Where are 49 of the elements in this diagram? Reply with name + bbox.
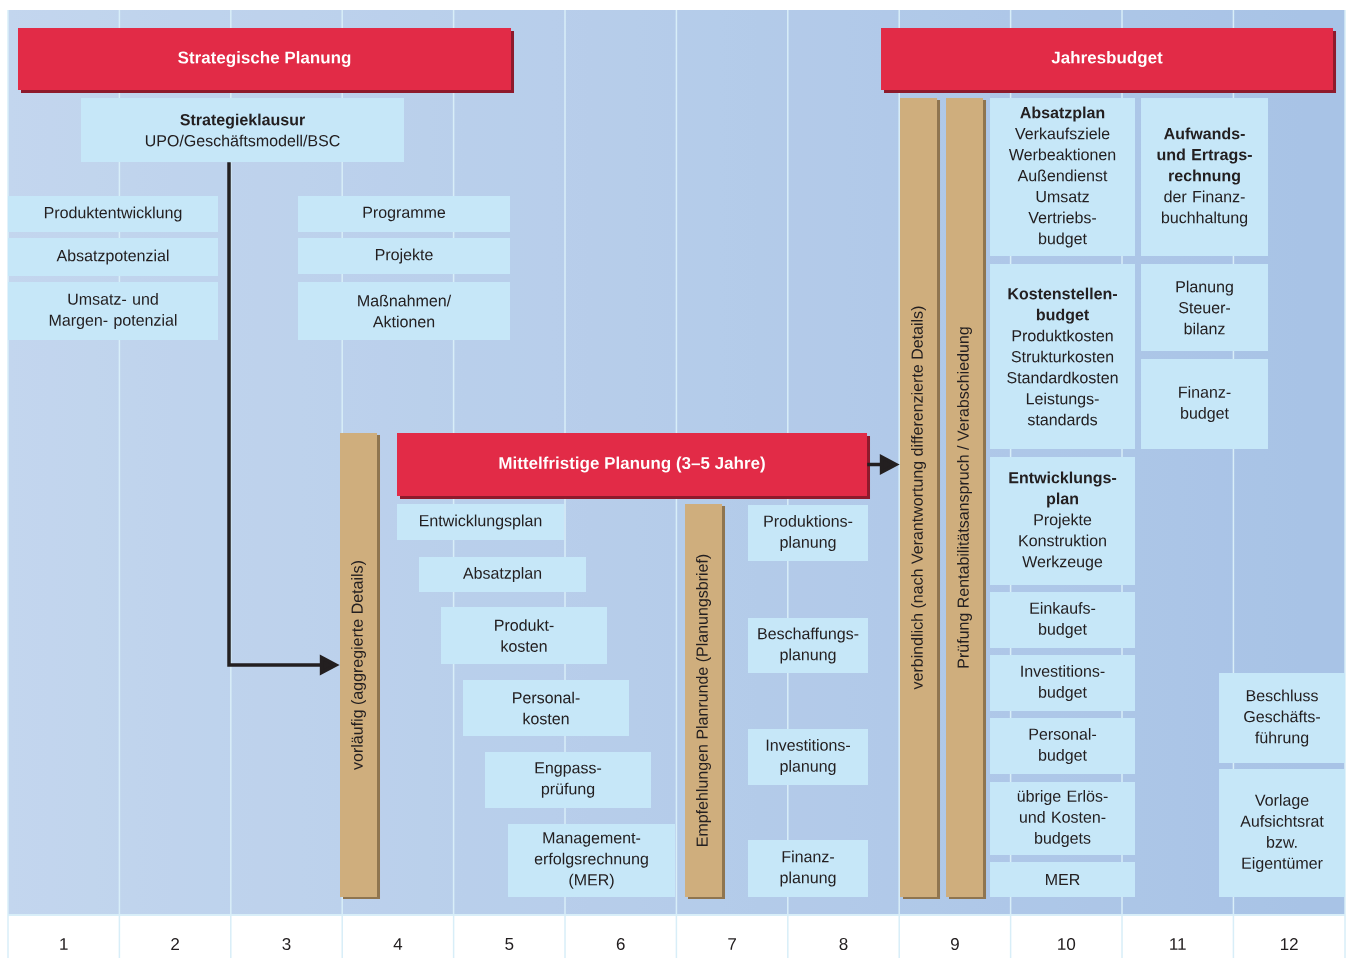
plan-box: übrige Erlös- und Kosten- budgets	[990, 782, 1135, 855]
plan-box: Finanz- planung	[748, 840, 868, 897]
plan-box: Absatzpotenzial	[8, 238, 218, 276]
column-number: 6	[616, 938, 625, 951]
vertical-bar: Prüfung Rentabilitätsanspruch / Verabschiedung	[946, 98, 986, 899]
plan-box: Umsatz- und Margen- potenzial	[8, 282, 218, 340]
plan-box: Planung Steuer- bilanz	[1141, 264, 1268, 351]
column-number: 7	[728, 938, 736, 950]
column-number: 1	[60, 938, 68, 950]
plan-box: Entwicklungs- plan Projekte Konstruktion Werkzeuge	[990, 457, 1135, 585]
plan-box: Beschluss Geschäfts- führung	[1219, 673, 1345, 763]
plan-box: Investitions- budget	[990, 655, 1135, 711]
plan-box: Engpass- prüfung	[485, 752, 651, 808]
plan-box: Programme	[298, 196, 510, 232]
column-number: 2	[171, 938, 179, 950]
plan-box: Personal- kosten	[463, 680, 629, 736]
column-number: 10	[1058, 938, 1076, 951]
plan-box: Maßnahmen/ Aktionen	[298, 282, 510, 340]
plan-box: Absatzplan Verkaufsziele Werbeaktionen Außendienst Umsatz Vertriebs- budget	[990, 98, 1135, 256]
plan-box: MER	[990, 862, 1135, 897]
plan-box: Projekte	[298, 238, 510, 274]
column-number: 8	[839, 938, 848, 951]
header-bar: Jahresbudget	[881, 28, 1336, 93]
column-number: 12	[1280, 938, 1298, 950]
plan-box: Management- erfolgsrechnung (MER)	[508, 824, 675, 897]
column-number: 3	[282, 938, 291, 951]
plan-box: Investitions- planung	[748, 729, 868, 785]
plan-box: Strategieklausur UPO/Geschäftsmodell/BSC	[81, 98, 404, 162]
plan-box: Produkt- kosten	[441, 607, 607, 664]
plan-box: Vorlage Aufsichtsrat bzw. Eigentümer	[1219, 769, 1345, 897]
header-bar: Mittelfristige Planung (3–5 Jahre)	[397, 433, 870, 499]
plan-box: Kostenstellen- budget Produktkosten Strukturkosten Standardkosten Leistungs- standards	[990, 264, 1135, 449]
plan-box: Aufwands- und Ertrags- rechnung der Finanz- buchhaltung	[1141, 98, 1268, 256]
vertical-bar: Empfehlungen Planrunde (Planungsbrief)	[685, 504, 725, 899]
plan-box: Beschaffungs- planung	[748, 618, 868, 673]
plan-box: Finanz- budget	[1141, 359, 1268, 449]
vertical-bar: vorläufig (aggregierte Details)	[340, 433, 380, 899]
column-number: 4	[393, 938, 403, 950]
column-number: 5	[505, 938, 514, 950]
plan-box: Einkaufs- budget	[990, 592, 1135, 648]
column-number: 9	[951, 938, 959, 951]
plan-box: Personal- budget	[990, 718, 1135, 774]
plan-box: Produktentwicklung	[8, 196, 218, 232]
plan-box: Produktions- planung	[748, 505, 868, 561]
plan-box: Entwicklungsplan	[397, 504, 564, 540]
plan-box: Absatzplan	[419, 557, 586, 592]
vertical-bar: verbindlich (nach Verantwortung differenzierte Details)	[900, 98, 940, 899]
column-number: 11	[1170, 938, 1186, 950]
header-bar: Strategische Planung	[18, 28, 514, 93]
